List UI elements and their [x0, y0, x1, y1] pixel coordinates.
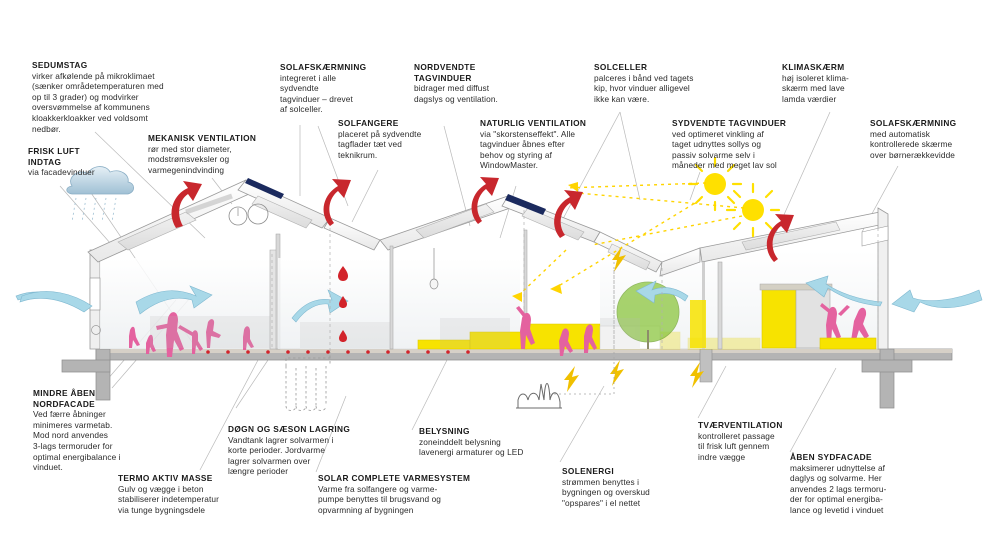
floor-heating-dots-icon: [206, 350, 470, 354]
callout-title: FRISK LUFT INDTAG: [28, 146, 80, 167]
callout-title: TVÆRVENTILATION: [698, 420, 783, 430]
callout-title: SOLFANGERE: [338, 118, 399, 128]
solar-panel-band-icon: [505, 194, 546, 215]
callout-sydvendte-tagvinduer: SYDVENDTE TAGVINDUER ved optimeret vinkl…: [672, 118, 842, 171]
person-silhouette-icon: [129, 303, 869, 357]
pendant-lamp-icon: [429, 248, 439, 290]
callout-title: NORDVENDTE TAGVINDUER: [414, 62, 476, 83]
heat-droplet-icon: [338, 266, 348, 342]
callout-title: MEKANISK VENTILATION: [148, 133, 257, 143]
callout-title: DØGN OG SÆSON LAGRING: [228, 424, 351, 434]
red-up-arrow-icon: [171, 177, 794, 262]
callout-title: SOLENERGI: [562, 466, 615, 476]
callout-body: med automatisk kontrollerede skærme over…: [870, 128, 956, 160]
callout-body: ved optimeret vinkling af taget udnyttes…: [672, 128, 777, 171]
callout-title: TERMO AKTIV MASSE: [118, 473, 213, 483]
callout-title: SOLAFSKÆRMNING: [870, 118, 957, 128]
callout-tvaerventilation: TVÆRVENTILATION kontrolleret passage til…: [698, 420, 838, 462]
callout-aaben-sydfacade: ÅBEN SYDFACADE maksimerer udnyttelse af …: [790, 452, 940, 516]
background-context-wash: [150, 316, 640, 348]
callout-mekanisk-ventilation: MEKANISK VENTILATION rør med stor diamet…: [148, 133, 298, 175]
callout-solafskaermning-automatisk: SOLAFSKÆRMNING med automatisk kontroller…: [870, 118, 996, 160]
callout-body: strømmen benyttes i bygningen og oversku…: [562, 476, 650, 508]
callout-body: Varme fra solfangere og varme- pumpe ben…: [318, 483, 442, 515]
callout-solenergi: SOLENERGI strømmen benyttes i bygningen …: [562, 466, 712, 508]
callout-body: via facadevinduer: [28, 167, 95, 178]
water-tank-icon: [761, 287, 797, 349]
callout-title: NATURLIG VENTILATION: [480, 118, 587, 128]
blue-airflow-arrow-icon: [15, 275, 983, 323]
callout-body: rør med stor diameter, modstrømsveksler …: [148, 143, 232, 175]
callout-nordvendte-tagvinduer: NORDVENDTE TAGVINDUER bidrager med diffu…: [414, 62, 554, 104]
callout-body: via "skorstenseffekt". Alle tagvinduer å…: [480, 128, 576, 171]
daylight-ray-icon: [551, 182, 745, 291]
callout-doegn-saeson-lagring: DØGN OG SÆSON LAGRING Vandtank lagrer so…: [228, 424, 394, 477]
callout-belysning: BELYSNING zoneinddelt belysning lavenerg…: [419, 426, 599, 458]
rain-cloud-icon: [66, 166, 135, 223]
callout-solfangere: SOLFANGERE placeret på sydvendte tagflad…: [338, 118, 478, 160]
callout-body: maksimerer udnyttelse af daglys og solva…: [790, 462, 887, 515]
callout-title: SOLAFSKÆRMNING: [280, 62, 367, 72]
callout-body: Gulv og vægge i beton stabiliserer indet…: [118, 483, 219, 515]
callout-title: SOLAR COMPLETE VARMESYSTEM: [318, 473, 471, 483]
callout-title: SYDVENDTE TAGVINDUER: [672, 118, 787, 128]
callout-body: høj isoleret klima- skærm med lave lamda…: [782, 72, 849, 104]
callout-title: ÅBEN SYDFACADE: [790, 452, 872, 462]
callout-termo-aktiv-masse: TERMO AKTIV MASSE Gulv og vægge i beton …: [118, 473, 278, 515]
callout-title: SOLCELLER: [594, 62, 648, 72]
callout-frisk-luft-indtag: FRISK LUFT INDTAG via facadevinduer: [28, 146, 138, 178]
callout-body: Vandtank lagrer solvarmen i korte period…: [228, 434, 334, 477]
ventilation-duct-icon: [228, 206, 248, 226]
sun-icon: [725, 182, 781, 238]
callout-sedumstag: SEDUMSTAG virker afkølende på mikroklima…: [32, 60, 232, 134]
callout-solar-complete-varmesystem: SOLAR COMPLETE VARMESYSTEM Varme fra sol…: [318, 473, 518, 515]
lightning-bolt-icon: [564, 246, 704, 392]
callout-title: MINDRE ÅBEN NORDFACADE: [33, 388, 96, 409]
callout-solafskaermning-tagvinduer: SOLAFSKÆRMNING integreret i alle sydvend…: [280, 62, 400, 115]
callout-body: Ved færre åbninger minimeres varmetab. M…: [33, 409, 121, 473]
electricity-path: [546, 262, 615, 395]
callout-body: virker afkølende på mikroklimaet (sænker…: [32, 70, 164, 134]
callout-body: integreret i alle sydvendte tagvinduer –…: [280, 72, 353, 115]
callout-solceller: SOLCELLER palceres i bånd ved tagets kip…: [594, 62, 754, 104]
callout-title: KLIMASKÆRM: [782, 62, 845, 72]
yellow-step: [819, 337, 877, 350]
tree-icon: [616, 281, 680, 349]
ground-heat-loop-icon: [285, 352, 331, 411]
city-skyline-icon: [516, 383, 562, 409]
callout-body: bidrager med diffust dagslys og ventilat…: [414, 83, 498, 104]
callout-mindre-aaben-nordfacade: MINDRE ÅBEN NORDFACADE Ved færre åbninge…: [33, 388, 181, 473]
callout-klimaskaerm: KLIMASKÆRM høj isoleret klima- skærm med…: [782, 62, 902, 104]
solar-panel-band-icon: [245, 178, 284, 199]
callout-body: kontrolleret passage til frisk luft genn…: [698, 430, 775, 462]
service-riser-lines: [271, 210, 879, 352]
callout-naturlig-ventilation: NATURLIG VENTILATION via "skorstenseffek…: [480, 118, 640, 171]
ventilation-duct-icon: [247, 203, 269, 225]
callout-body: zoneinddelt belysning lavenergi armature…: [419, 436, 524, 458]
callout-title: SEDUMSTAG: [32, 60, 88, 70]
callout-title: BELYSNING: [419, 426, 470, 436]
callout-body: palceres i bånd ved tagets kip, hvor vin…: [594, 72, 694, 104]
floor-slab: [61, 348, 953, 409]
callout-body: placeret på sydvendte tagflader tæt ved …: [338, 128, 422, 160]
